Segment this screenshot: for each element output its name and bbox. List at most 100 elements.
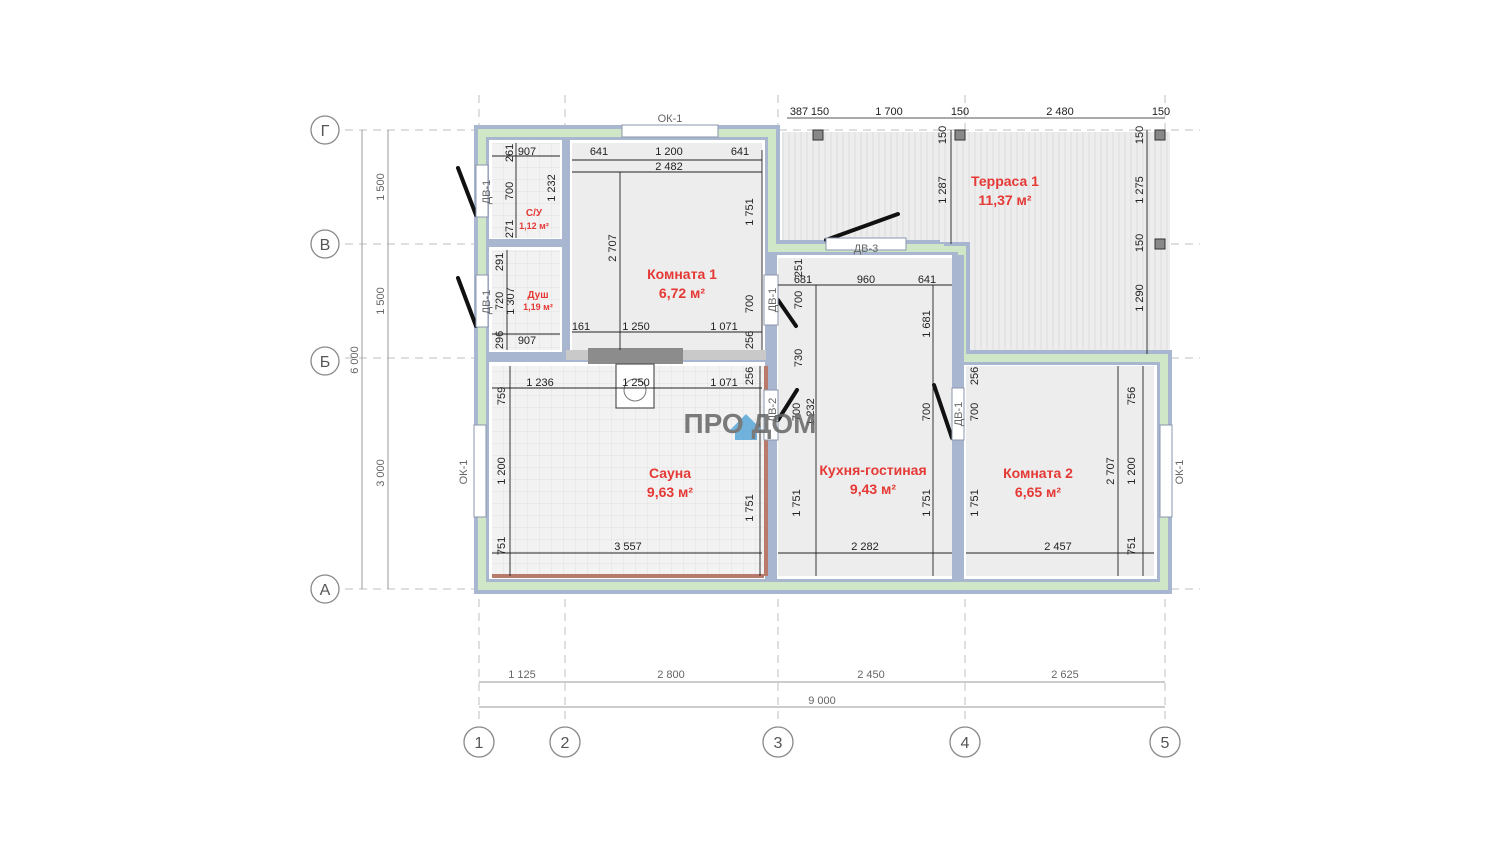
dim-960: 960: [857, 274, 875, 286]
door-label-terrace: ДВ-3: [854, 243, 879, 255]
dim-1275: 1 275: [1134, 176, 1146, 204]
axis-letter-v: В: [320, 237, 331, 254]
room-name-sauna: Сауна: [649, 465, 691, 481]
dim-top-150c: 150: [1152, 106, 1170, 118]
door-label-komnata2: ДВ-1: [953, 402, 965, 427]
room-name-komnata2: Комната 2: [1003, 465, 1073, 481]
axis-number-4: 4: [961, 735, 970, 752]
dim-top-150a: 150: [811, 106, 829, 118]
dim-271: 271: [504, 220, 516, 238]
sauna-wall-trim: [764, 366, 768, 576]
dim-681: 681: [794, 274, 812, 286]
dim-3557: 3 557: [614, 541, 642, 553]
dim-641-right: 641: [731, 146, 749, 158]
dim-2457: 2 457: [1044, 541, 1072, 553]
watermark-logo: ПРО ДОМ: [683, 408, 817, 440]
dim-1200-window: 1 200: [655, 146, 683, 158]
dim-1751-sauna: 1 751: [744, 494, 756, 522]
dim-291: 291: [494, 253, 506, 271]
dim-1071-sauna: 1 071: [710, 377, 738, 389]
room-kukhnya-floor: [778, 258, 952, 576]
dim-1681: 1 681: [921, 310, 933, 338]
doors: [456, 166, 954, 440]
dim-700-su: 700: [504, 182, 516, 200]
dim-907-dush: 907: [518, 335, 536, 347]
dim-150-terrace-c: 150: [1134, 234, 1146, 252]
dim-700-k2: 700: [969, 403, 981, 421]
dim-751-sauna: 751: [496, 537, 508, 555]
dim-1071-k1: 1 071: [710, 321, 738, 333]
room-area-terrasa1: 11,37 м²: [978, 192, 1032, 208]
door-label-hall: ДВ-1: [767, 288, 779, 313]
dim-1751-komnata1: 1 751: [744, 198, 756, 226]
dim-bottom-1: 1 125: [508, 669, 536, 681]
dim-2707-k2: 2 707: [1105, 457, 1117, 485]
axis-number-2: 2: [561, 735, 570, 752]
room-area-su: 1,12 м²: [519, 221, 549, 231]
room-area-komnata1: 6,72 м²: [659, 285, 705, 301]
watermark-text: ПРО ДОМ: [683, 408, 816, 439]
room-area-dush: 1,19 м²: [523, 302, 553, 312]
dim-730: 730: [793, 349, 805, 367]
dim-1250-k1: 1 250: [622, 321, 650, 333]
dim-1307: 1 307: [505, 287, 517, 315]
dim-1232-hall: 1 232: [805, 398, 817, 426]
dim-256-k1: 256: [744, 331, 756, 349]
dim-1236: 1 236: [526, 377, 554, 389]
window-label-right: ОК-1: [1174, 460, 1186, 485]
dim-1751-kukhnya-left: 1 751: [791, 489, 803, 517]
room-dush-floor: [492, 250, 560, 350]
dim-751-k2: 751: [1126, 537, 1138, 555]
dim-top-1700: 1 700: [875, 106, 903, 118]
room-komnata2-floor: [966, 366, 1154, 576]
dim-1290: 1 290: [1134, 284, 1146, 312]
dim-700-hall2: 700: [791, 403, 803, 421]
dim-256-sauna: 256: [744, 367, 756, 385]
room-name-terrasa1: Терраса 1: [971, 173, 1039, 189]
dim-759: 759: [496, 387, 508, 405]
terrace-posts: [812, 129, 1166, 250]
dim-top-150b: 150: [951, 106, 969, 118]
room-name-kukhnya: Кухня-гостиная: [819, 462, 926, 478]
dim-907-su: 907: [518, 146, 536, 158]
room-area-komnata2: 6,65 м²: [1015, 484, 1061, 500]
dim-1200-sauna: 1 200: [496, 457, 508, 485]
axis-number-5: 5: [1161, 735, 1170, 752]
dim-left-3: 3 000: [375, 459, 387, 487]
windows: [473, 124, 1173, 518]
dim-641-kukhnya: 641: [918, 274, 936, 286]
house-icon: [730, 414, 762, 430]
dim-1751-k2: 1 751: [969, 489, 981, 517]
dim-150-terrace-a: 150: [937, 126, 949, 144]
room-area-sauna: 9,63 м²: [647, 484, 693, 500]
room-area-kukhnya: 9,43 м²: [850, 481, 896, 497]
dim-700-hall: 700: [793, 291, 805, 309]
dim-left-1: 1 500: [375, 173, 387, 201]
dim-756: 756: [1126, 387, 1138, 405]
dim-left-total: 6 000: [349, 346, 361, 374]
dim-251: 251: [793, 259, 805, 277]
axis-letter-a: А: [320, 582, 331, 599]
axis-letter-b: Б: [320, 354, 331, 371]
dim-top-387: 387: [790, 106, 808, 118]
room-name-komnata1: Комната 1: [647, 266, 717, 282]
dim-1250-sauna: 1 250: [622, 377, 650, 389]
room-name-dush: Душ: [527, 290, 548, 301]
window-label-top: ОК-1: [658, 113, 683, 125]
dim-top-2480: 2 480: [1046, 106, 1074, 118]
dim-150-terrace-b: 150: [1134, 126, 1146, 144]
room-su-floor: [492, 143, 560, 238]
room-komnata1-floor: [572, 143, 762, 350]
dim-641-left: 641: [590, 146, 608, 158]
axis-bubbles: [310, 115, 1181, 758]
axis-number-3: 3: [774, 735, 783, 752]
dim-1200-k2: 1 200: [1126, 457, 1138, 485]
dim-bottom-3: 2 450: [857, 669, 885, 681]
door-label-dush: ДВ-1: [481, 290, 493, 315]
dim-bottom-4: 2 625: [1051, 669, 1079, 681]
dim-1751-kukhnya-right: 1 751: [921, 489, 933, 517]
dim-2482: 2 482: [655, 161, 683, 173]
dim-1232-su: 1 232: [546, 174, 558, 202]
door-label-sauna: ДВ-2: [767, 398, 779, 423]
